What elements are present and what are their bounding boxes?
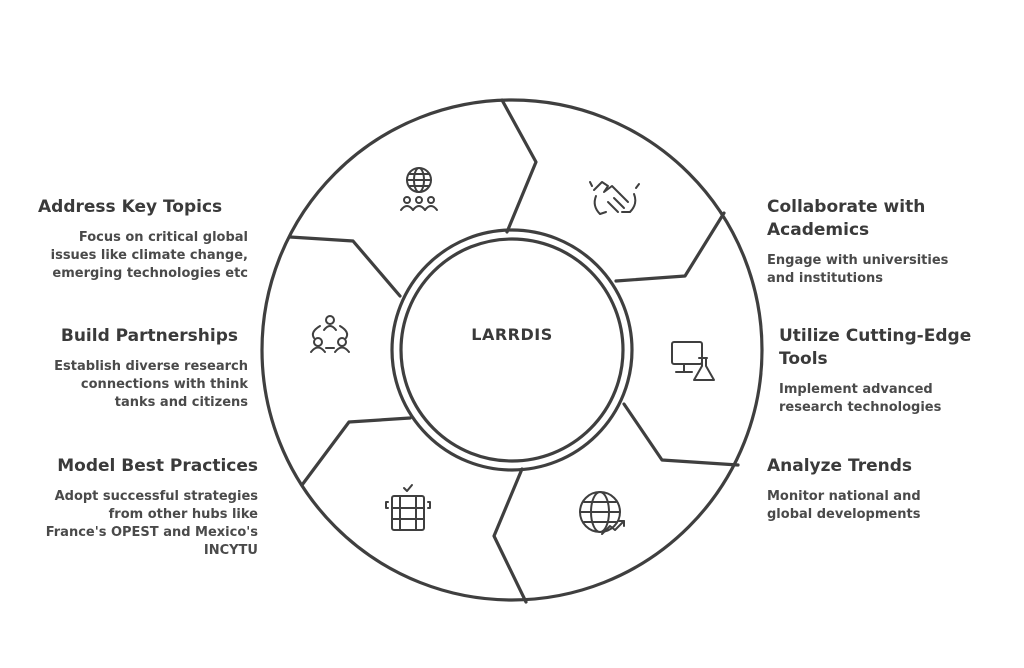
label-analyze-trends: Analyze Trends Monitor national and glob… [767,455,997,524]
outer-ring [260,98,764,602]
segment-title: Build Partnerships [60,326,238,346]
segment-title: Utilize Cutting-Edge Tools [779,326,972,369]
segment-title: Model Best Practices [57,456,258,476]
label-collaborate-with-academics: Collaborate with Academics Engage with u… [767,196,997,288]
globe-trend-icon [579,491,625,535]
divider-top [500,98,538,234]
segment-title: Collaborate with Academics [767,197,926,240]
segment-desc: Engage with universities and institution… [767,253,949,286]
globe-people-icon [400,167,438,211]
divider-upper-left [288,235,402,298]
divider-bottom [492,467,528,604]
handshake-icon [589,181,640,215]
divider-lower-left [300,416,412,487]
inner-ring-inner [399,237,625,463]
segment-desc: Adopt successful strategies from other h… [45,489,258,558]
label-build-partnerships: Build Partnerships Establish diverse res… [38,325,248,412]
network-people-icon [310,315,350,353]
label-model-best-practices: Model Best Practices Adopt successful st… [38,455,258,560]
segment-title: Address Key Topics [38,197,223,217]
segment-desc: Establish diverse research connections w… [54,359,248,410]
checklist-icon [385,484,431,531]
divider-lower-right [622,402,740,467]
label-utilize-cutting-edge-tools: Utilize Cutting-Edge Tools Implement adv… [779,325,1009,417]
segment-title: Analyze Trends [767,456,913,476]
segment-desc: Implement advanced research technologies [779,382,942,415]
inner-ring-outer [390,228,634,472]
center-label: LARRDIS [471,325,552,344]
label-address-key-topics: Address Key Topics Focus on critical glo… [38,196,248,283]
divider-upper-right [614,211,726,283]
computer-flask-icon [671,341,715,381]
segment-desc: Monitor national and global developments [767,489,921,522]
segment-desc: Focus on critical global issues like cli… [50,230,248,281]
